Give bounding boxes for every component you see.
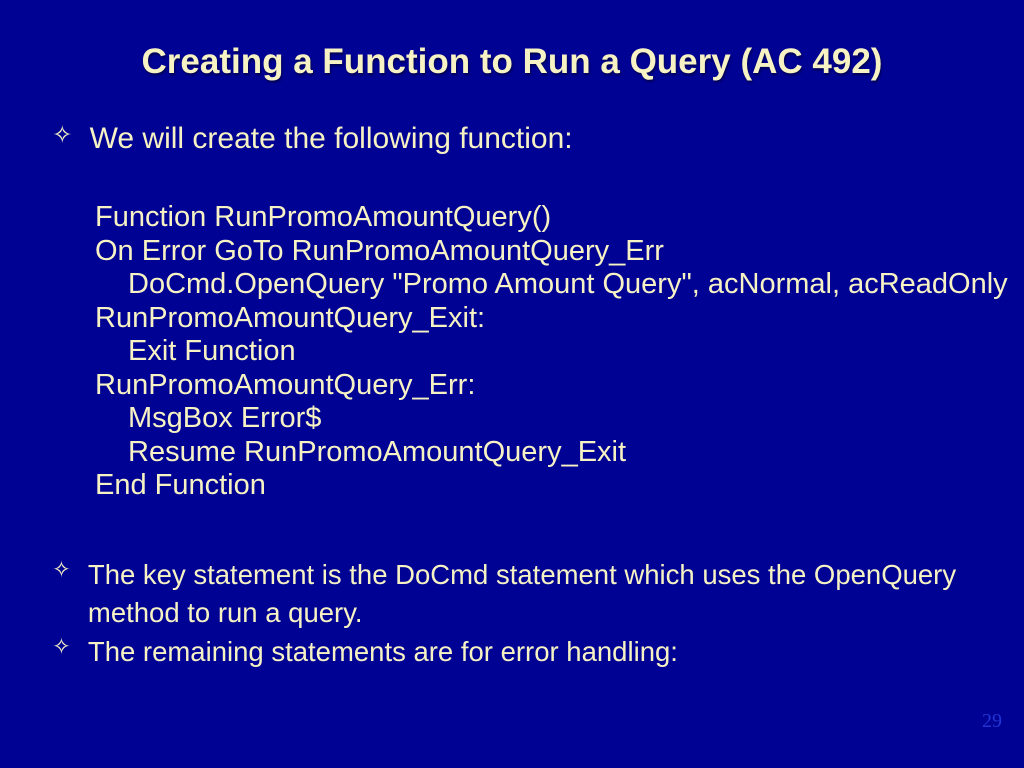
bullet-text: The key statement is the DoCmd statement… (87, 559, 957, 628)
diamond-bullet-icon: ✧ (52, 120, 73, 149)
bullet-item-error-handling: ✧ The remaining statements are for error… (52, 633, 995, 671)
code-line: End Function (95, 469, 266, 501)
code-line: RunPromoAmountQuery_Exit: (95, 301, 486, 334)
code-line: Exit Function (128, 335, 296, 367)
diamond-bullet-icon: ✧ (52, 557, 71, 583)
bullet-item-intro: ✧ We will create the following function: (52, 120, 573, 157)
code-line: On Error GoTo RunPromoAmountQuery_Err (95, 234, 664, 267)
code-line: DoCmd.OpenQuery "Promo Amount Query", ac… (128, 268, 1008, 300)
diamond-bullet-icon: ✧ (52, 634, 71, 660)
code-line: MsgBox Error$ (128, 402, 322, 434)
page-number: 29 (982, 710, 1002, 732)
code-block: Function RunPromoAmountQuery() On Error … (95, 201, 1015, 503)
code-line: RunPromoAmountQuery_Err: (95, 368, 476, 401)
code-line: Function RunPromoAmountQuery() (95, 201, 552, 233)
bullet-item-key-statement: ✧ The key statement is the DoCmd stateme… (52, 556, 995, 632)
slide-title: Creating a Function to Run a Query (AC 4… (141, 42, 883, 81)
bullet-text: The remaining statements are for error h… (87, 636, 678, 667)
code-line: Resume RunPromoAmountQuery_Exit (128, 435, 627, 468)
bullet-text: We will create the following function: (89, 122, 573, 155)
